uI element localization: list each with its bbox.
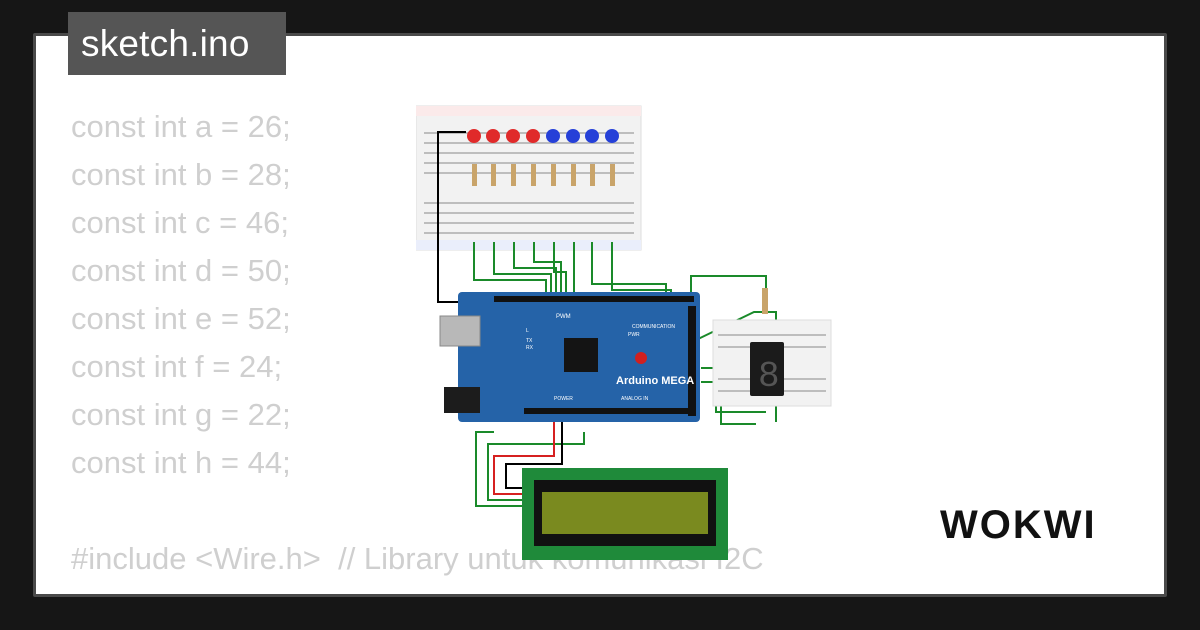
led-blue [605,129,619,143]
led-red [467,129,481,143]
pwr-label: PWR [628,332,640,338]
led-blue [566,129,580,143]
pwm-label: PWM [556,314,571,320]
led-blue [546,129,560,143]
led-label-rx: RX [526,345,534,351]
led-row [467,129,619,143]
code-line: const int d = 50; [71,253,291,288]
led-blue [585,129,599,143]
code-line: const int e = 52; [71,301,291,336]
lcd-display [522,468,728,560]
breadboard-top [416,105,642,251]
arduino-mega-board: Arduino MEGA PWM COMMUNICATION POWER ANA… [439,292,700,422]
led-red [526,129,540,143]
analog-label: ANALOG IN [621,396,649,402]
seven-segment-display: 8 [750,342,784,397]
board-name-label: Arduino MEGA [616,375,694,387]
seven-segment-digit: 8 [758,356,780,397]
cutoff-line: #include <LiquidCrystal_I2C.h> // Librar… [71,589,852,594]
wokwi-logo: WOKWI [940,503,1097,547]
resistor [762,288,768,314]
code-line: const int g = 22; [71,397,291,432]
led-label-l: L [526,328,529,334]
ground-wire-lcd [505,422,563,489]
power-label: POWER [554,396,573,402]
led-red [506,129,520,143]
power-wire [493,422,555,495]
code-line: const int b = 28; [71,157,291,192]
communication-label: COMMUNICATION [632,324,675,330]
circuit-diagram: Arduino MEGA PWM COMMUNICATION POWER ANA… [416,105,832,560]
code-line: const int a = 26; [71,109,291,144]
code-line: const int f = 24; [71,349,283,384]
code-line: const int c = 46; [71,205,289,240]
code-line: const int h = 44; [71,445,291,480]
led-label-tx: TX [526,338,533,344]
led-red [486,129,500,143]
file-tab[interactable]: sketch.ino [68,12,286,75]
logo-text: WOKWI [940,503,1097,547]
resistor-row [472,164,615,186]
preview-card: const int a = 26; const int b = 28; cons… [33,33,1167,597]
ground-wire [437,131,466,303]
